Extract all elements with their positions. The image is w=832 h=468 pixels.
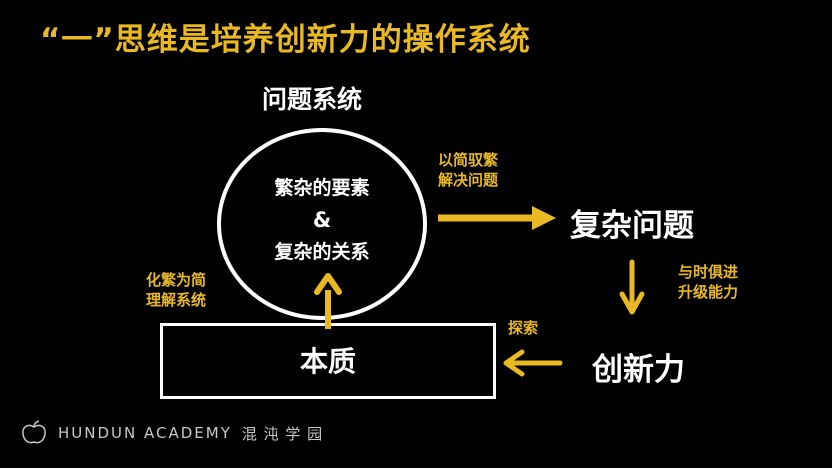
circle-line-elements: 繁杂的要素: [274, 177, 370, 199]
reduce-line1: 化繁为简: [146, 271, 207, 289]
brand-name: HUNDUN ACADEMY: [58, 424, 232, 442]
upgrade-line2: 升级能力: [678, 283, 739, 301]
arrow-to-innovation: [619, 259, 645, 315]
innovation-label: 创新力: [592, 352, 685, 388]
reduce-label: 化繁为简 理解系统: [146, 270, 206, 310]
explore-label: 探索: [508, 319, 539, 337]
page-title: “一”思维是培养创新力的操作系统: [40, 22, 531, 58]
reduce-line2: 理解系统: [146, 291, 207, 309]
circle-ampersand: &: [312, 208, 332, 232]
upgrade-label: 与时俱进 升级能力: [678, 262, 738, 302]
problem-system-label: 问题系统: [262, 85, 363, 114]
brand-name-cn: 混 沌 学 园: [241, 424, 324, 443]
simplify-line2: 解决问题: [438, 171, 499, 189]
apple-icon: [22, 420, 46, 444]
arrow-to-essence: [503, 349, 563, 377]
problem-system-circle: [217, 128, 427, 320]
arrow-to-problem-system: [314, 273, 342, 329]
circle-content: 繁杂的要素 & 复杂的关系: [217, 172, 427, 268]
simplify-line1: 以简驭繁: [438, 151, 499, 169]
essence-label: 本质: [299, 345, 356, 378]
arrow-to-complex-problem: [438, 206, 556, 230]
upgrade-line1: 与时俱进: [678, 263, 739, 281]
simplify-label: 以简驭繁 解决问题: [438, 150, 498, 190]
hundun-logo: HUNDUN ACADEMY 混 沌 学 园: [20, 420, 323, 446]
complex-problem-label: 复杂问题: [570, 208, 694, 244]
circle-line-relations: 复杂的关系: [274, 241, 370, 263]
